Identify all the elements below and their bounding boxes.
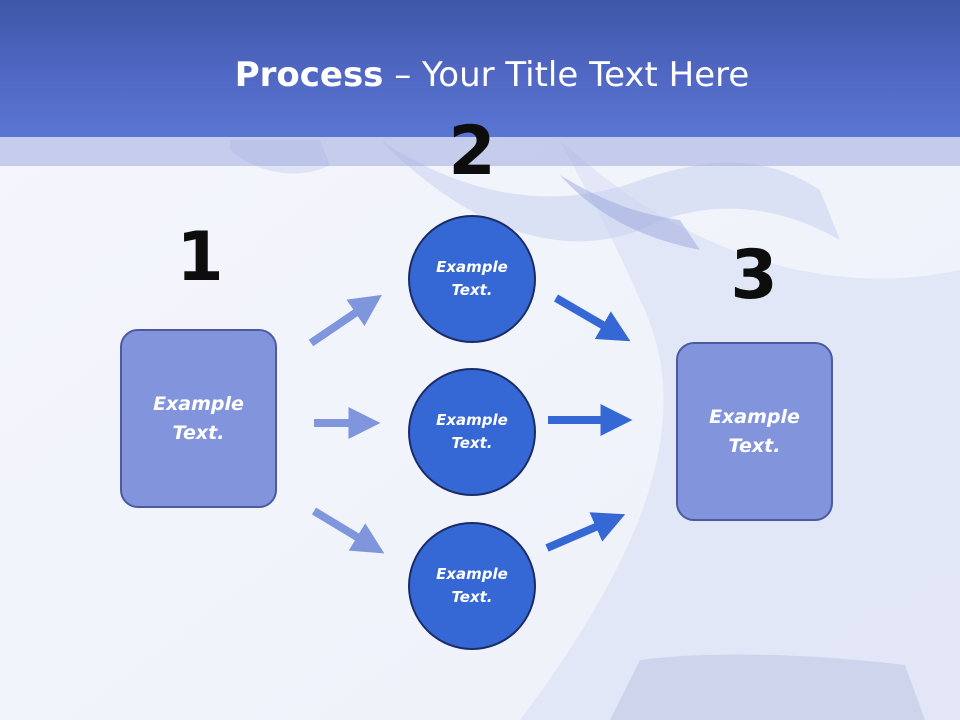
left-box-line1: Example bbox=[153, 392, 244, 415]
step-number-1: 1 bbox=[176, 218, 224, 297]
slide-title: Process – Your Title Text Here bbox=[0, 52, 960, 98]
circle-bottom-text: Example Text. bbox=[436, 563, 508, 609]
circle-bottom-line2: Text. bbox=[451, 588, 493, 606]
step-number-3: 3 bbox=[730, 236, 778, 315]
title-bar bbox=[0, 0, 960, 137]
step-number-2: 2 bbox=[448, 112, 496, 191]
circle-top-line2: Text. bbox=[451, 281, 493, 299]
circle-top: Example Text. bbox=[408, 215, 536, 343]
circle-middle: Example Text. bbox=[408, 368, 536, 496]
left-box-line2: Text. bbox=[172, 421, 225, 444]
title-bar-band bbox=[0, 137, 960, 166]
left-process-box: Example Text. bbox=[120, 329, 277, 508]
circle-top-text: Example Text. bbox=[436, 256, 508, 302]
right-box-text: Example Text. bbox=[709, 403, 800, 461]
circle-bottom-line1: Example bbox=[436, 565, 508, 583]
right-process-box: Example Text. bbox=[676, 342, 833, 521]
circle-top-line1: Example bbox=[436, 258, 508, 276]
circle-bottom: Example Text. bbox=[408, 522, 536, 650]
title-rest: – Your Title Text Here bbox=[383, 55, 750, 95]
title-bold: Process bbox=[234, 55, 384, 95]
circle-middle-text: Example Text. bbox=[436, 409, 508, 455]
circle-middle-line1: Example bbox=[436, 411, 508, 429]
left-box-text: Example Text. bbox=[153, 390, 244, 448]
right-box-line2: Text. bbox=[728, 434, 781, 457]
right-box-line1: Example bbox=[709, 405, 800, 428]
circle-middle-line2: Text. bbox=[451, 434, 493, 452]
